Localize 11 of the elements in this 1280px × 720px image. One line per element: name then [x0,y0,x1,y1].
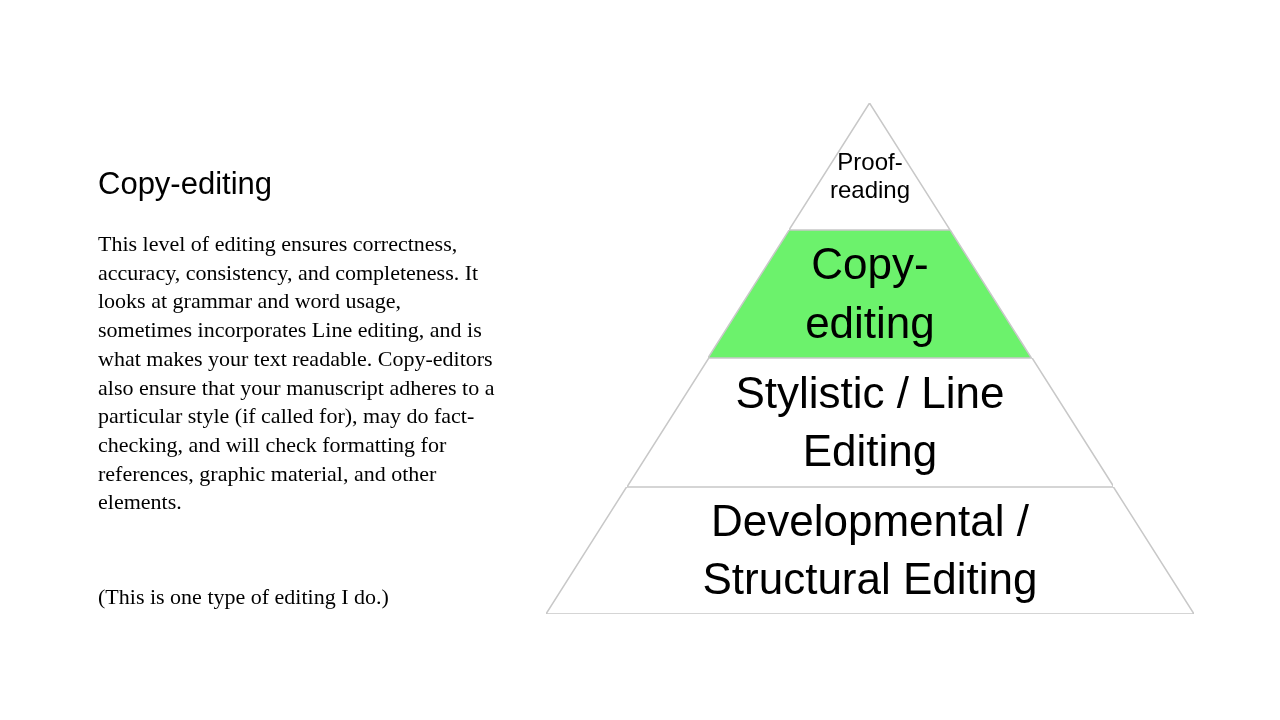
tier-label: Developmental / Structural Editing [701,495,1039,606]
description-paragraph: This level of editing ensures correctness, accuracy, consistency, and completeness. It looks at grammar and word usage, sometimes incorporates Line editing, and is what makes your text readable. Copy-editors also ensure that your manuscript adheres to a particular style (if called for), may do fact-checking, and will check formatting for references, graphic material, and other elements. [98,230,496,517]
pyramid-base-tier [546,487,1194,614]
pyramid-tier [708,230,1032,358]
heading: Copy-editing [98,166,273,202]
note-text: (This is one type of editing I do.) [98,583,390,611]
pyramid-tier [626,358,1114,487]
tier-label: Copy-editing [804,238,936,349]
tier-label: Stylistic / Line Editing [734,367,1006,478]
pyramid-top-tier [789,103,951,230]
tier-label: Proof-reading [828,147,911,206]
